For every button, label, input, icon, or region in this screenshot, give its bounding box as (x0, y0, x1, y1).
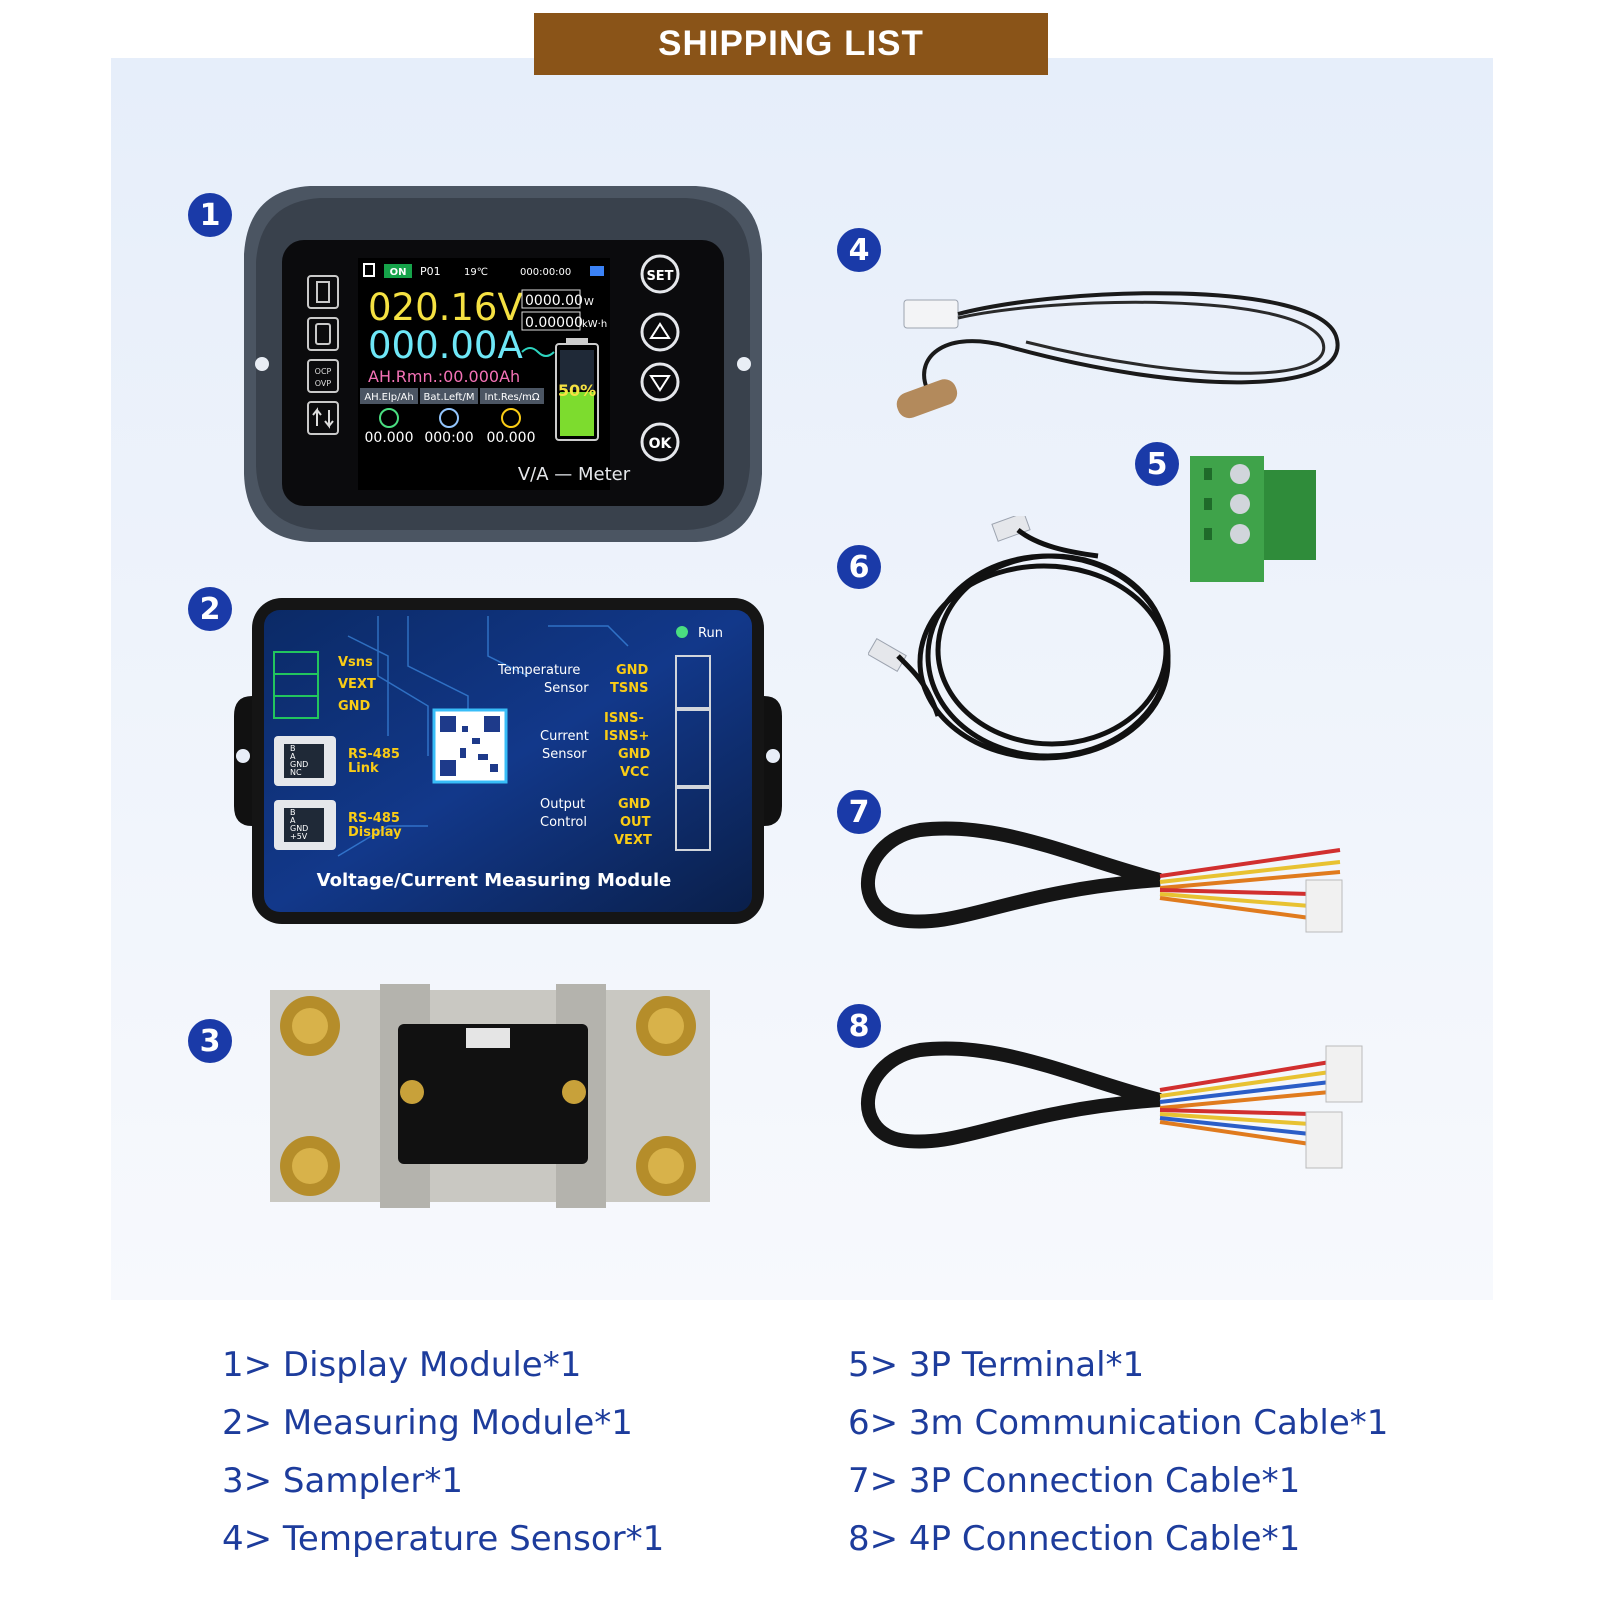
metric-value-1: 00.000 (365, 430, 414, 446)
list-item-4: 4> Temperature Sensor*1 (222, 1519, 665, 1559)
ovp-label: OVP (315, 379, 332, 388)
shipping-list-banner: SHIPPING LIST (534, 13, 1048, 75)
4p-connection-cable (861, 1041, 1363, 1169)
badge-5: 5 (1135, 442, 1179, 486)
link-pin-gnd: GND (290, 760, 308, 769)
list-item-6: 6> 3m Communication Cable*1 (848, 1403, 1389, 1443)
3p-connection-cable (861, 821, 1343, 933)
rs485-display-label2: Display (348, 825, 402, 840)
up-button[interactable] (640, 312, 680, 352)
list-item-8: 8> 4P Connection Cable*1 (848, 1519, 1301, 1559)
temp-pin-gnd: GND (616, 663, 649, 678)
display-pin-a: A (290, 816, 296, 825)
list-item-1: 1> Display Module*1 (222, 1345, 582, 1385)
temp-readout: 19℃ (464, 267, 488, 278)
ok-button-label: OK (649, 436, 673, 452)
output-pin-vext: VEXT (614, 833, 652, 848)
on-indicator: ON (390, 267, 407, 278)
pin-vsns: Vsns (338, 655, 373, 670)
set-button[interactable] (640, 254, 680, 294)
module-title: Voltage/Current Measuring Module (317, 870, 672, 891)
list-item-3: 3> Sampler*1 (222, 1461, 464, 1501)
metric-label-3: Int.Res/mΩ (485, 392, 540, 403)
display-pin-5v: +5V (290, 832, 308, 841)
metric-value-3: 00.000 (487, 430, 536, 446)
energy-unit: kW·h (582, 319, 607, 330)
badge-8: 8 (837, 1004, 881, 1048)
pin-vcc: VCC (620, 765, 649, 780)
badge-1: 1 (188, 193, 232, 237)
list-item-5: 5> 3P Terminal*1 (848, 1345, 1145, 1385)
measuring-module: Run Vsns VEXT GND B A GND NC RS-485 Link… (234, 598, 782, 924)
link-pin-nc: NC (290, 768, 302, 777)
link-pin-a: A (290, 752, 296, 761)
pin-out: OUT (620, 815, 651, 830)
bolt-terminal (280, 996, 696, 1196)
current-pin-gnd: GND (618, 747, 651, 762)
output-pin-gnd: GND (618, 797, 651, 812)
program-label: P01 (420, 265, 441, 278)
pin-isns-minus: ISNS- (604, 711, 644, 726)
output-control-label2: Control (540, 815, 587, 830)
communication-cable (868, 516, 1171, 761)
current-readout: 000.00A (368, 324, 523, 367)
metric-value-2: 000:00 (424, 430, 473, 446)
badge-4: 4 (837, 228, 881, 272)
output-control-label: Output (540, 797, 585, 812)
bolt-icon (379, 408, 399, 428)
temp-pin-tsns: TSNS (610, 681, 648, 696)
set-button-label: SET (646, 269, 673, 284)
display-pin-b: B (290, 808, 296, 817)
ok-button[interactable] (640, 422, 680, 462)
voltage-readout: 020.16V (368, 286, 523, 329)
rs485-link-label: RS-485 (348, 747, 400, 762)
ohm-icon (501, 408, 521, 428)
badge-6: 6 (837, 545, 881, 589)
link-pin-b: B (290, 744, 296, 753)
current-sensor-label: Current (540, 729, 589, 744)
list-item-2: 2> Measuring Module*1 (222, 1403, 633, 1443)
3p-terminal (1190, 456, 1316, 582)
energy-readout: 0.00000 (525, 315, 583, 331)
list-item-7: 7> 3P Connection Cable*1 (848, 1461, 1301, 1501)
metric-label-2: Bat.Left/M (424, 392, 475, 403)
display-module: OCP OVP ON P01 19℃ 000:00:00 020.16V 000… (244, 186, 762, 542)
power-readout: 0000.00 (525, 293, 583, 309)
power-unit: W (584, 297, 594, 308)
clock-icon (439, 408, 459, 428)
badge-2: 2 (188, 587, 232, 631)
sampler-shunt (270, 984, 710, 1208)
run-label: Run (698, 626, 723, 641)
display-pin-gnd: GND (290, 824, 308, 833)
rs485-display-label: RS-485 (348, 811, 400, 826)
rs485-link-label2: Link (348, 761, 379, 776)
ah-remaining: AH.Rmn.:00.000Ah (368, 367, 520, 386)
ocp-label: OCP (315, 367, 332, 376)
metric-label-1: AH.Elp/Ah (364, 392, 413, 403)
badge-7: 7 (837, 790, 881, 834)
time-readout: 000:00:00 (520, 267, 571, 278)
temp-sensor-label: Temperature (497, 663, 580, 678)
temp-sensor-label2: Sensor (544, 681, 589, 696)
down-button[interactable] (640, 362, 680, 402)
current-sensor-label2: Sensor (542, 747, 587, 762)
meter-brand: V/A — Meter (518, 464, 631, 485)
pin-vext: VEXT (338, 677, 376, 692)
badge-3: 3 (188, 1019, 232, 1063)
temperature-sensor (896, 291, 1340, 419)
pin-isns-plus: ISNS+ (604, 729, 649, 744)
pin-gnd: GND (338, 699, 371, 714)
battery-percent: 50% (558, 381, 596, 400)
